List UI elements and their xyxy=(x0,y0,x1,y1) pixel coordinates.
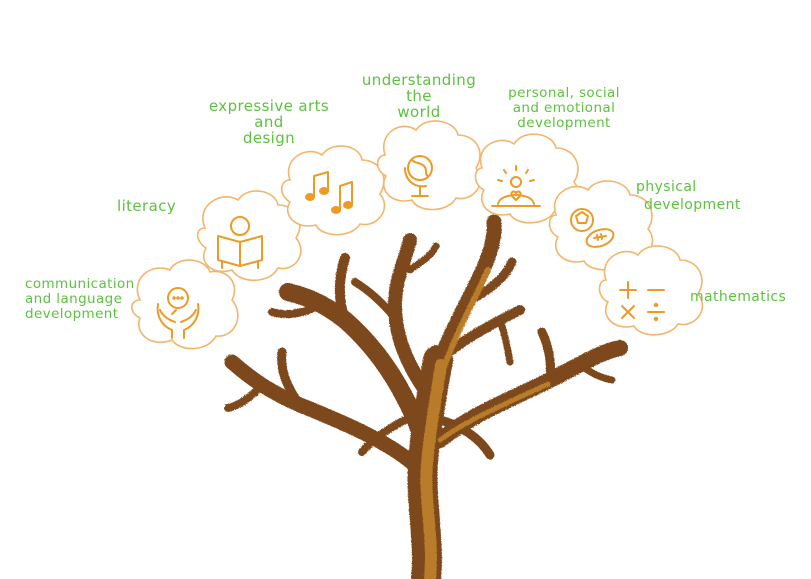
cloud-understanding-world xyxy=(376,120,482,211)
math-symbols-icon xyxy=(619,281,665,322)
hands-speech-bubble-icon xyxy=(156,287,200,339)
topic-clouds xyxy=(130,120,704,350)
sports-balls-icon xyxy=(570,208,615,248)
cloud-expressive-arts xyxy=(280,145,386,236)
tree-branches xyxy=(224,214,628,579)
label-expressive-arts: expressive arts and design xyxy=(208,97,330,147)
label-physical-development: physical development xyxy=(636,179,741,213)
music-notes-icon xyxy=(305,171,353,214)
label-personal-social-emotional: personal, social and emotional developme… xyxy=(508,85,620,131)
label-mathematics: mathematics xyxy=(690,289,787,305)
person-reading-book-icon xyxy=(217,216,263,269)
cloud-literacy xyxy=(196,190,302,281)
label-understanding-the-world: understanding the world xyxy=(361,71,477,121)
label-literacy: literacy xyxy=(117,197,177,215)
globe-icon xyxy=(404,155,433,197)
label-communication-and-language: communication and language development xyxy=(25,276,135,322)
person-heart-sunrise-icon xyxy=(491,165,541,207)
